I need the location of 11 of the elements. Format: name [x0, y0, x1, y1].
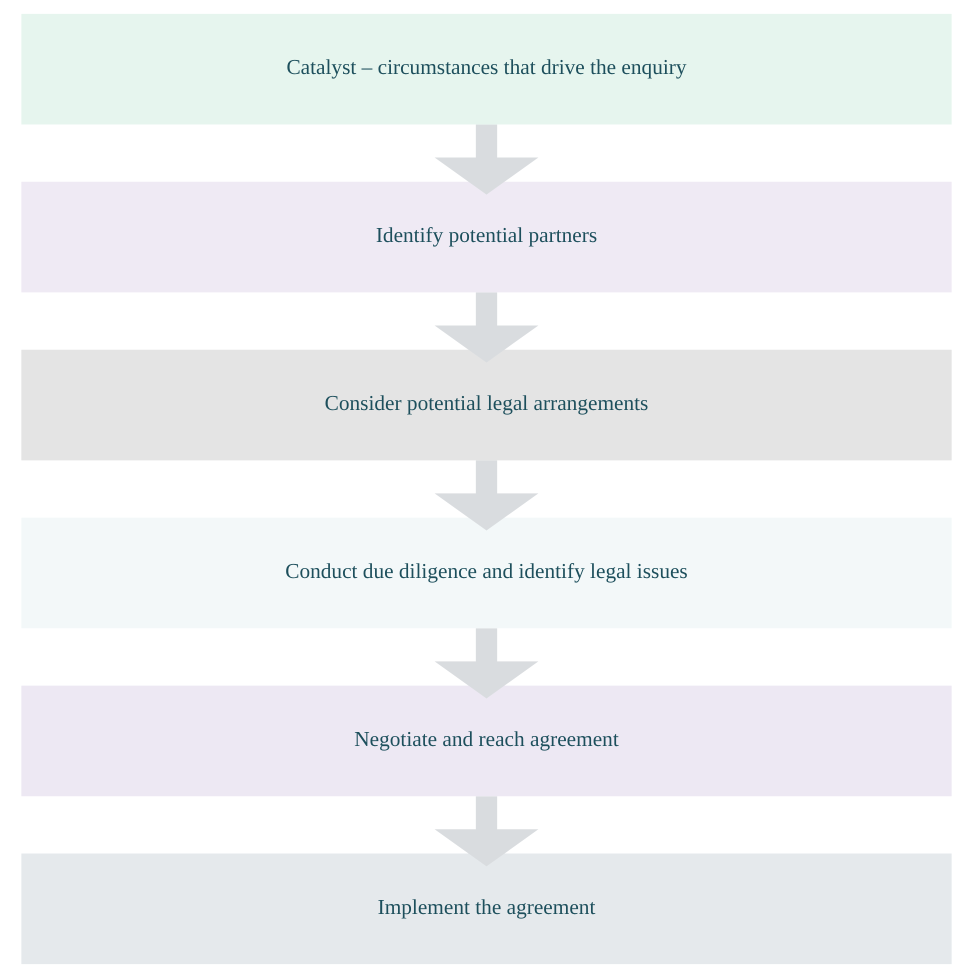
node-box: Consider potential legal arrangements	[20, 350, 952, 460]
arrow	[434, 460, 538, 530]
node-box: Negotiate and reach agreement	[20, 686, 952, 796]
arrow	[434, 124, 538, 195]
node-box: Catalyst – circumstances that drive the enquiry	[20, 14, 952, 124]
arrow	[434, 628, 538, 698]
node-box: Identify potential partners	[20, 182, 952, 292]
node-box: Implement the agreement	[20, 854, 952, 964]
arrow	[434, 796, 538, 866]
arrow	[434, 292, 538, 363]
node-box: Conduct due diligence and identify legal issues	[20, 518, 952, 628]
